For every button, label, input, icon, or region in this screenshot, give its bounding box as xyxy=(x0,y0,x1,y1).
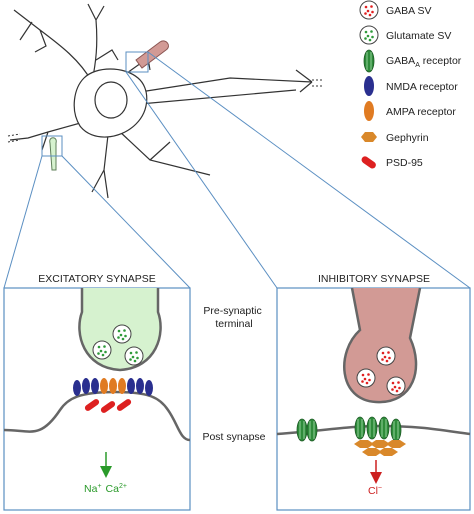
ampa-receptor-icon xyxy=(364,101,374,121)
gaba-a-receptor-icon xyxy=(363,49,375,73)
excitatory-ions: Na+Ca2+ xyxy=(84,483,127,495)
gaba-vesicle xyxy=(356,368,376,388)
glutamate-vesicle xyxy=(112,324,132,344)
inhibitory-zoom-box xyxy=(125,51,149,73)
legend-label-glutamate-sv: Glutamate SV xyxy=(386,30,451,42)
presynaptic-label: Pre-synaptic terminal xyxy=(203,305,264,330)
excitatory-title: EXCITATORY SYNAPSE xyxy=(38,273,155,285)
legend-label-psd95: PSD-95 xyxy=(386,157,423,169)
gephyrin-icon xyxy=(361,132,377,142)
legend-label-gaba-sv: GABA SV xyxy=(386,5,432,17)
inhibitory-title: INHIBITORY SYNAPSE xyxy=(318,273,430,285)
gaba-vesicle xyxy=(386,376,406,396)
glutamate-vesicle xyxy=(124,346,144,366)
legend-label-gephyrin: Gephyrin xyxy=(386,132,429,144)
inhibitory-presynaptic-terminal xyxy=(343,287,422,404)
neuron-outline xyxy=(9,3,313,199)
postsynapse-label: Post synapse xyxy=(202,431,265,443)
legend-label-ampa: AMPA receptor xyxy=(386,106,456,118)
glutamate-vesicle-icon xyxy=(359,25,379,45)
glutamate-vesicle xyxy=(92,340,112,360)
gephyrin-cluster xyxy=(354,440,406,456)
legend: GABA SV Glutamate SV GABAA receptor NMDA… xyxy=(359,0,462,169)
inhibitory-ion: Cl− xyxy=(368,485,382,497)
receptor-cluster-excitatory xyxy=(73,378,153,396)
psd95-cluster xyxy=(84,399,132,413)
legend-label-gaba-a-receptor: GABAA receptor xyxy=(386,55,462,69)
excitatory-bouton-small xyxy=(49,137,57,171)
gaba-vesicle xyxy=(376,346,396,366)
gaba-vesicle-icon xyxy=(359,0,379,20)
zoom-lines xyxy=(3,51,471,289)
excitatory-zoom-box xyxy=(41,135,63,157)
legend-label-nmda: NMDA receptor xyxy=(386,81,458,93)
psd95-icon xyxy=(361,156,376,169)
axon-dashes xyxy=(7,79,324,143)
nmda-receptor-icon xyxy=(364,76,374,96)
